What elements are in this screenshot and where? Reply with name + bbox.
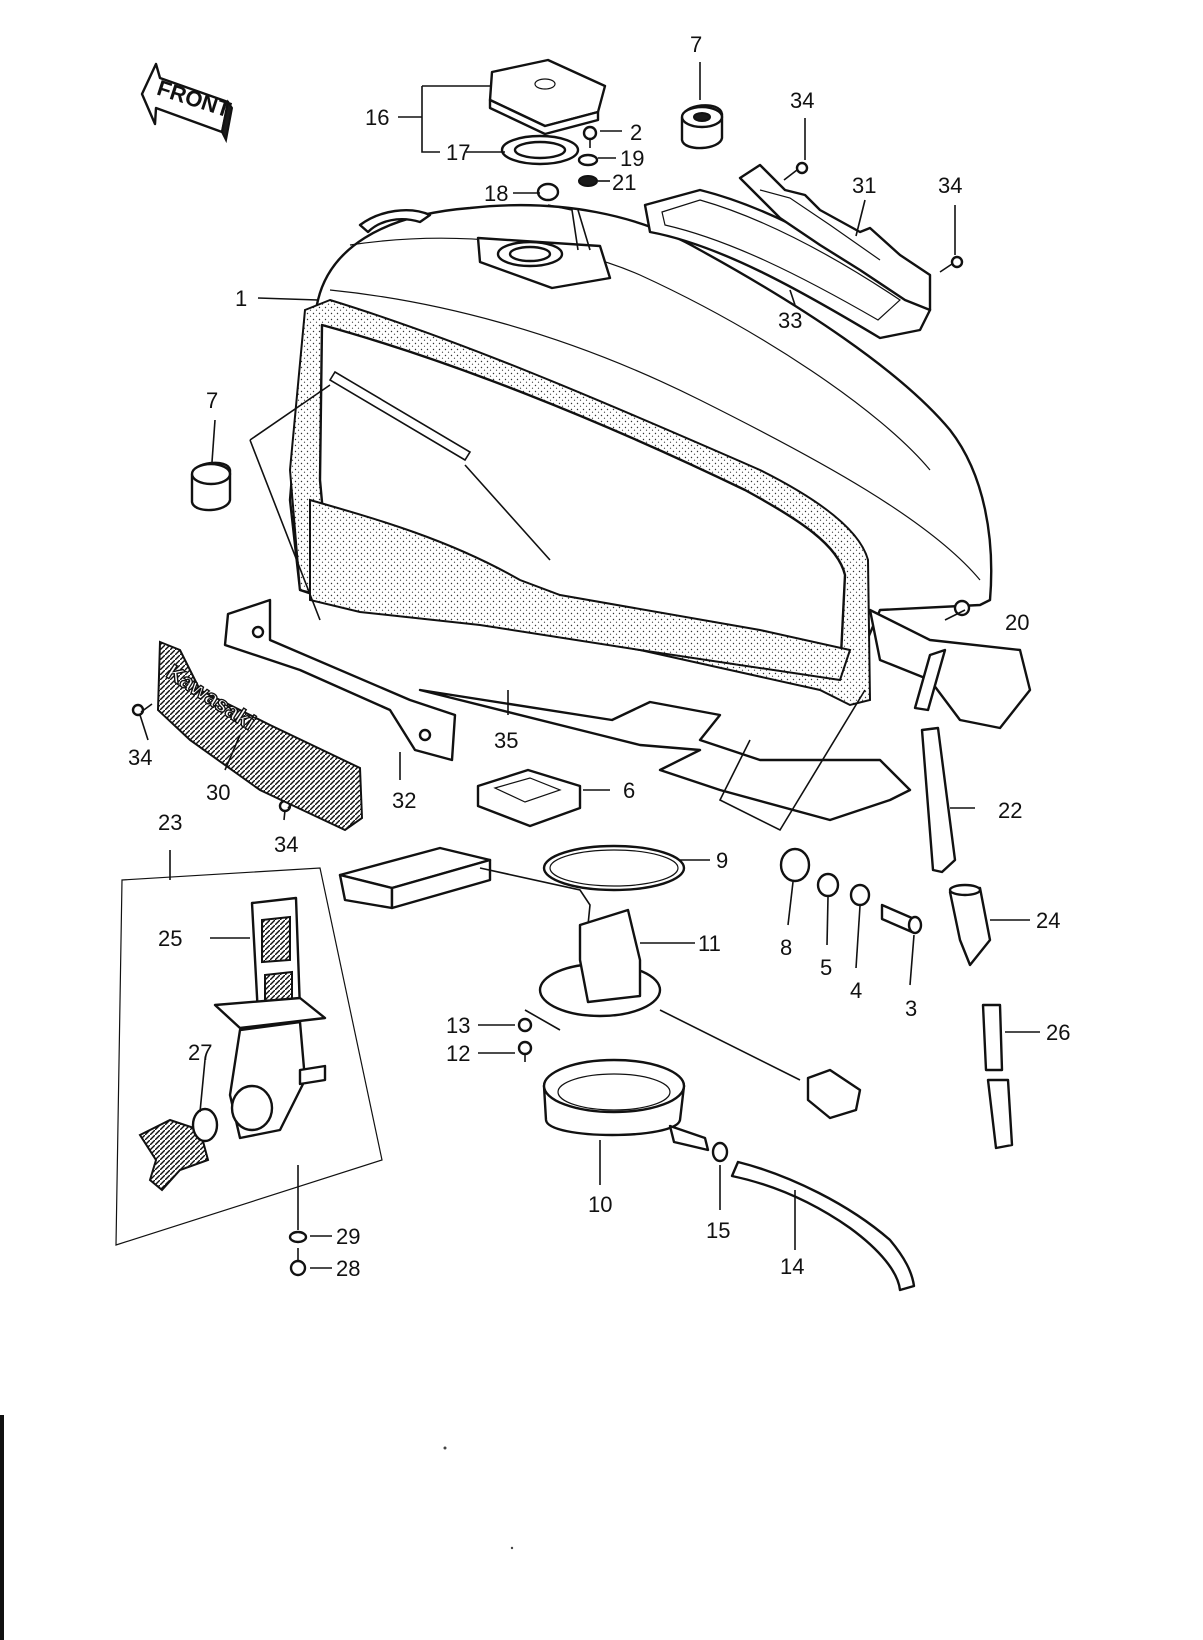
- callout-6: 6: [623, 778, 635, 803]
- callout-27: 27: [188, 1040, 212, 1065]
- callout-34-top: 34: [790, 88, 814, 113]
- scan-edge-mark: [0, 1415, 514, 1640]
- fuel-hose-14: [730, 1160, 916, 1292]
- bolt-28: [289, 1248, 307, 1277]
- bolt-3: [880, 903, 923, 935]
- screw-34-top: [783, 161, 809, 181]
- knee-grip-33: [643, 188, 932, 340]
- callout-21: 21: [612, 170, 636, 195]
- callout-14: 14: [780, 1254, 804, 1279]
- callout-2: 2: [630, 120, 642, 145]
- fuel-cap: [488, 58, 607, 136]
- callout-35: 35: [494, 728, 518, 753]
- breather-hose-22: [913, 648, 957, 874]
- fuel-tap-filter-25: [250, 896, 302, 1017]
- callout-labels: 7 34 16 2 17 19 31 34 18 21 1 33 7 20 35…: [128, 32, 1070, 1281]
- fuel-gauge-float: [338, 846, 591, 926]
- callout-1: 1: [235, 286, 247, 311]
- callout-33: 33: [778, 308, 802, 333]
- fuel-tap-group-box: [115, 867, 383, 1246]
- callout-25: 25: [158, 926, 182, 951]
- callout-17: 17: [446, 140, 470, 165]
- front-direction-arrow: FRONT: [140, 62, 234, 144]
- callout-19: 19: [620, 146, 644, 171]
- fuel-tap-lever: [138, 1118, 210, 1192]
- grommet-8: [779, 847, 811, 883]
- callout-9: 9: [716, 848, 728, 873]
- callout-30: 30: [206, 780, 230, 805]
- callout-29: 29: [336, 1224, 360, 1249]
- callout-34-emblem: 34: [128, 745, 152, 770]
- callout-10: 10: [588, 1192, 612, 1217]
- callout-22: 22: [998, 798, 1022, 823]
- callout-5: 5: [820, 955, 832, 980]
- washer-4: [849, 883, 871, 907]
- rubber-damper-7-top: [680, 104, 724, 150]
- callout-23: 23: [158, 810, 182, 835]
- screw-34-emblem: [131, 703, 153, 717]
- tank-strap: [328, 370, 472, 462]
- o-ring-27: [191, 1107, 219, 1143]
- callout-28: 28: [336, 1256, 360, 1281]
- leader-lines: [139, 62, 1040, 1269]
- cap-gasket: [500, 134, 580, 166]
- clip-20: [953, 599, 971, 617]
- damper-6: [476, 768, 582, 828]
- callout-8: 8: [780, 935, 792, 960]
- clamp-15: [711, 1141, 729, 1163]
- washer-21: [578, 175, 598, 187]
- emblem-base-32: [223, 598, 457, 762]
- callout-20: 20: [1005, 610, 1029, 635]
- small-screw-2: [582, 125, 598, 148]
- callout-7-left: 7: [206, 388, 218, 413]
- fuel-tap-body: [213, 996, 327, 1140]
- screw-34-right: [939, 255, 964, 273]
- callout-18: 18: [484, 181, 508, 206]
- callout-34-lower: 34: [274, 832, 298, 857]
- heat-guard-31: [738, 163, 932, 312]
- callout-34-right: 34: [938, 173, 962, 198]
- rubber-damper-7-left: [190, 461, 232, 512]
- collar-5: [816, 872, 840, 898]
- callout-7-top: 7: [690, 32, 702, 57]
- screw-12: [517, 1040, 533, 1062]
- breather-hose-26: [981, 1003, 1014, 1150]
- washer-19: [577, 153, 599, 167]
- fuel-gauge-sender-11: [538, 908, 862, 1120]
- sediment-bowl-10: [542, 1058, 710, 1152]
- callout-32: 32: [392, 788, 416, 813]
- washer-29: [288, 1230, 308, 1244]
- filler-neck-cover: [536, 182, 560, 202]
- tank-bottom-cover: [418, 608, 1032, 822]
- callout-31: 31: [852, 173, 876, 198]
- callout-26: 26: [1046, 1020, 1070, 1045]
- fuel-filter-24: [948, 883, 992, 967]
- callout-15: 15: [706, 1218, 730, 1243]
- callout-16: 16: [365, 105, 389, 130]
- o-ring-9: [542, 844, 686, 892]
- callout-4: 4: [850, 978, 862, 1003]
- callout-13: 13: [446, 1013, 470, 1038]
- callout-24: 24: [1036, 908, 1060, 933]
- callout-11: 11: [698, 931, 721, 956]
- callout-3: 3: [905, 996, 917, 1021]
- screw-13: [517, 1017, 533, 1033]
- callout-12: 12: [446, 1041, 470, 1066]
- fuel-tank: [288, 203, 993, 707]
